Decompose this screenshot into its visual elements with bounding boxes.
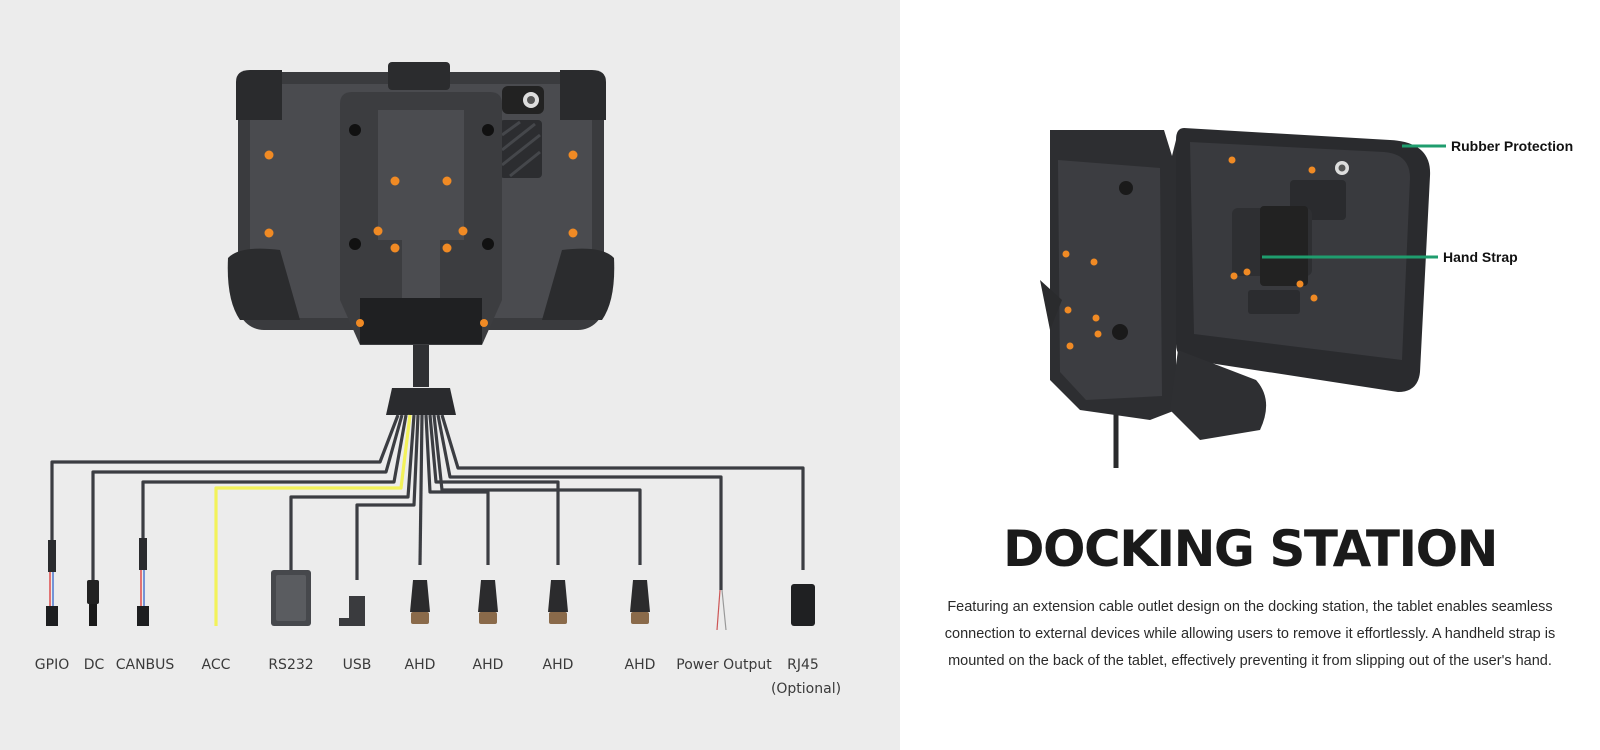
port-label-gpio: GPIO (34, 657, 70, 673)
callout-rubber-protection: Rubber Protection (1451, 138, 1574, 154)
port-label-rj45-note: (Optional) (770, 681, 842, 697)
page-title: DOCKING STATION (1003, 520, 1498, 578)
port-label-rj45: RJ45 (787, 657, 819, 673)
port-label-ahd-2: AHD (472, 657, 504, 673)
port-label-power-output: Power Output (676, 657, 772, 673)
cable-diagram (46, 62, 815, 631)
connectors (46, 538, 815, 631)
port-label-ahd-1: AHD (404, 657, 436, 673)
callout-hand-strap: Hand Strap (1443, 249, 1518, 265)
page-description: Featuring an extension cable outlet desi… (944, 599, 1556, 669)
acc-wire (214, 414, 412, 626)
port-label-ahd-3: AHD (542, 657, 574, 673)
port-label-acc: ACC (201, 657, 231, 673)
port-label-usb: USB (342, 657, 372, 673)
port-label-dc: DC (83, 657, 105, 673)
cable-hub (386, 345, 456, 415)
port-label-ahd-4: AHD (624, 657, 656, 673)
cable-wires (50, 414, 805, 590)
port-label-rs232: RS232 (268, 657, 314, 673)
tablet-back-illustration (227, 62, 615, 345)
port-label-canbus: CANBUS (115, 657, 175, 673)
